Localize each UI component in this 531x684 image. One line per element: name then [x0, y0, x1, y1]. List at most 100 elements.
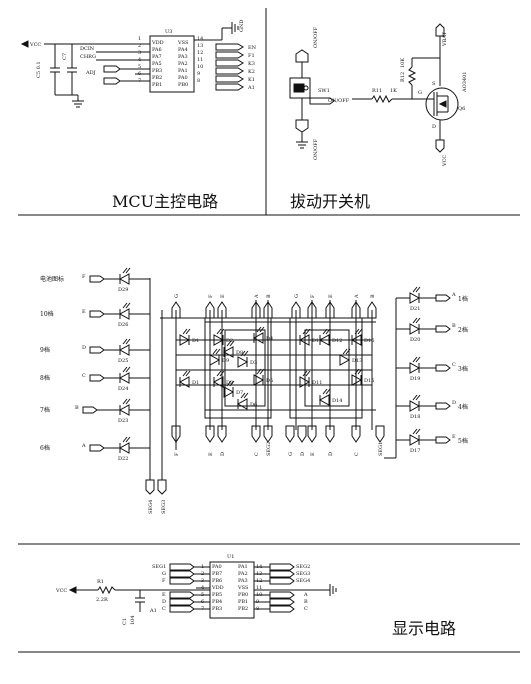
switch-r12-value: 10K	[400, 58, 406, 68]
left-row-letter: C	[82, 373, 86, 379]
right-diode-label: D21	[410, 306, 420, 312]
svg-text:F: F	[162, 578, 166, 584]
matrix-led-9: D8	[222, 340, 243, 358]
svg-text:B: B	[266, 294, 272, 298]
svg-text:PB2: PB2	[238, 606, 248, 612]
left-diode-label: D22	[118, 456, 128, 462]
right-led-4	[409, 428, 421, 446]
left-row-label: 7档	[40, 406, 50, 414]
matrix-diode-label: D16	[364, 338, 374, 344]
left-led-0	[118, 267, 131, 285]
svg-text:PA5: PA5	[152, 61, 162, 67]
left-row-letter: B	[75, 405, 79, 411]
svg-text:1: 1	[138, 36, 141, 42]
svg-text:PA6: PA6	[152, 47, 162, 53]
matrix-diode-label: D12	[332, 338, 342, 344]
matrix-diode-label: D7	[236, 390, 243, 396]
matrix-connector: E	[217, 294, 227, 319]
svg-text:PA2: PA2	[178, 61, 188, 67]
svg-text:PB0: PB0	[178, 82, 188, 88]
left-row-label: 6档	[40, 444, 50, 452]
mcu-net-k2: K2	[248, 69, 255, 75]
matrix-diode-label: D11	[312, 380, 322, 386]
svg-text:D: D	[220, 452, 226, 456]
left-diode-label: D25	[118, 358, 128, 364]
svg-text:C: C	[304, 606, 308, 612]
u1-vcc-arrow-icon	[68, 586, 77, 594]
switch-gate-label: G	[418, 90, 422, 96]
cap-c5-label: C5 0.1	[36, 61, 42, 78]
svg-text:PB4: PB4	[212, 599, 222, 605]
u1-c1-label: C1	[122, 618, 128, 625]
mcu-net-a1: A1	[247, 85, 255, 91]
left-led-1	[118, 302, 131, 320]
svg-text:12: 12	[197, 50, 203, 56]
display-seg3-label: SEG3	[161, 500, 167, 514]
matrix-diode-label: D8	[236, 350, 243, 356]
svg-text:G: G	[174, 294, 180, 298]
svg-text:4: 4	[138, 57, 141, 63]
svg-text:PA2: PA2	[238, 571, 248, 577]
svg-text:VDD: VDD	[151, 40, 164, 46]
svg-text:PA1: PA1	[238, 564, 248, 570]
matrix-connector: D	[325, 425, 335, 456]
svg-text:C: C	[254, 452, 260, 456]
left-led-5	[118, 436, 131, 454]
matrix-led-10: D9	[209, 348, 229, 366]
switch-q6-label: Q6	[458, 106, 465, 112]
right-row-letter: A	[451, 292, 456, 298]
left-led-4	[118, 398, 131, 416]
right-led-2	[409, 356, 421, 374]
frame-lines	[18, 8, 520, 653]
left-diode-label: D26	[118, 322, 128, 328]
svg-text:PB5: PB5	[212, 592, 222, 598]
mcu-section: VCC C5 0.1 C7 DCIN CHRG ADJ	[20, 20, 257, 211]
mcu-chip-name: U3	[165, 29, 172, 35]
matrix-connector: E	[325, 294, 335, 319]
left-row-letter: E	[82, 309, 86, 315]
svg-text:PA7: PA7	[152, 54, 162, 60]
svg-text:10: 10	[197, 64, 203, 70]
matrix-led-4: D3	[237, 350, 257, 368]
led-matrix	[160, 300, 376, 450]
svg-text:G: G	[288, 452, 294, 456]
right-row-letter: D	[452, 400, 456, 406]
svg-text:PB2: PB2	[152, 75, 162, 81]
switch-r12-label: R12	[400, 72, 406, 82]
svg-text:PB3: PB3	[212, 606, 222, 612]
mcu-left-pins: 1 2 3 4 5 6 7 VDD PA6 PA7 PA5 PB3 PB2 PB…	[138, 36, 164, 88]
right-row-letter: C	[452, 362, 456, 368]
matrix-connector: G	[171, 294, 181, 319]
svg-text:PB1: PB1	[152, 82, 162, 88]
left-row-label: 10档	[40, 310, 54, 318]
svg-text:E: E	[310, 452, 316, 456]
right-diode-label: D19	[410, 376, 420, 382]
left-row-letter: F	[82, 274, 86, 280]
svg-text:VSS: VSS	[177, 40, 189, 46]
svg-text:E: E	[208, 452, 214, 456]
mcu-right-pins: VSS PA4 PA3 PA2 PA1 PA0 PB0 14 13 12 11 …	[177, 36, 203, 88]
mcu-section-title: MCU主控电路	[112, 192, 218, 211]
switch-q6-part: AO3401	[462, 72, 468, 93]
svg-text:SEG2: SEG2	[266, 442, 272, 456]
matrix-diode-label: D15	[364, 378, 374, 384]
matrix-led-17: D16	[350, 328, 374, 346]
matrix-connector: E	[205, 425, 215, 456]
matrix-connector: C	[251, 425, 261, 456]
display-seg4-label: SEG4	[148, 500, 154, 514]
switch-r11-label: R11	[372, 88, 382, 94]
mcu-net-k1: K1	[248, 77, 255, 83]
